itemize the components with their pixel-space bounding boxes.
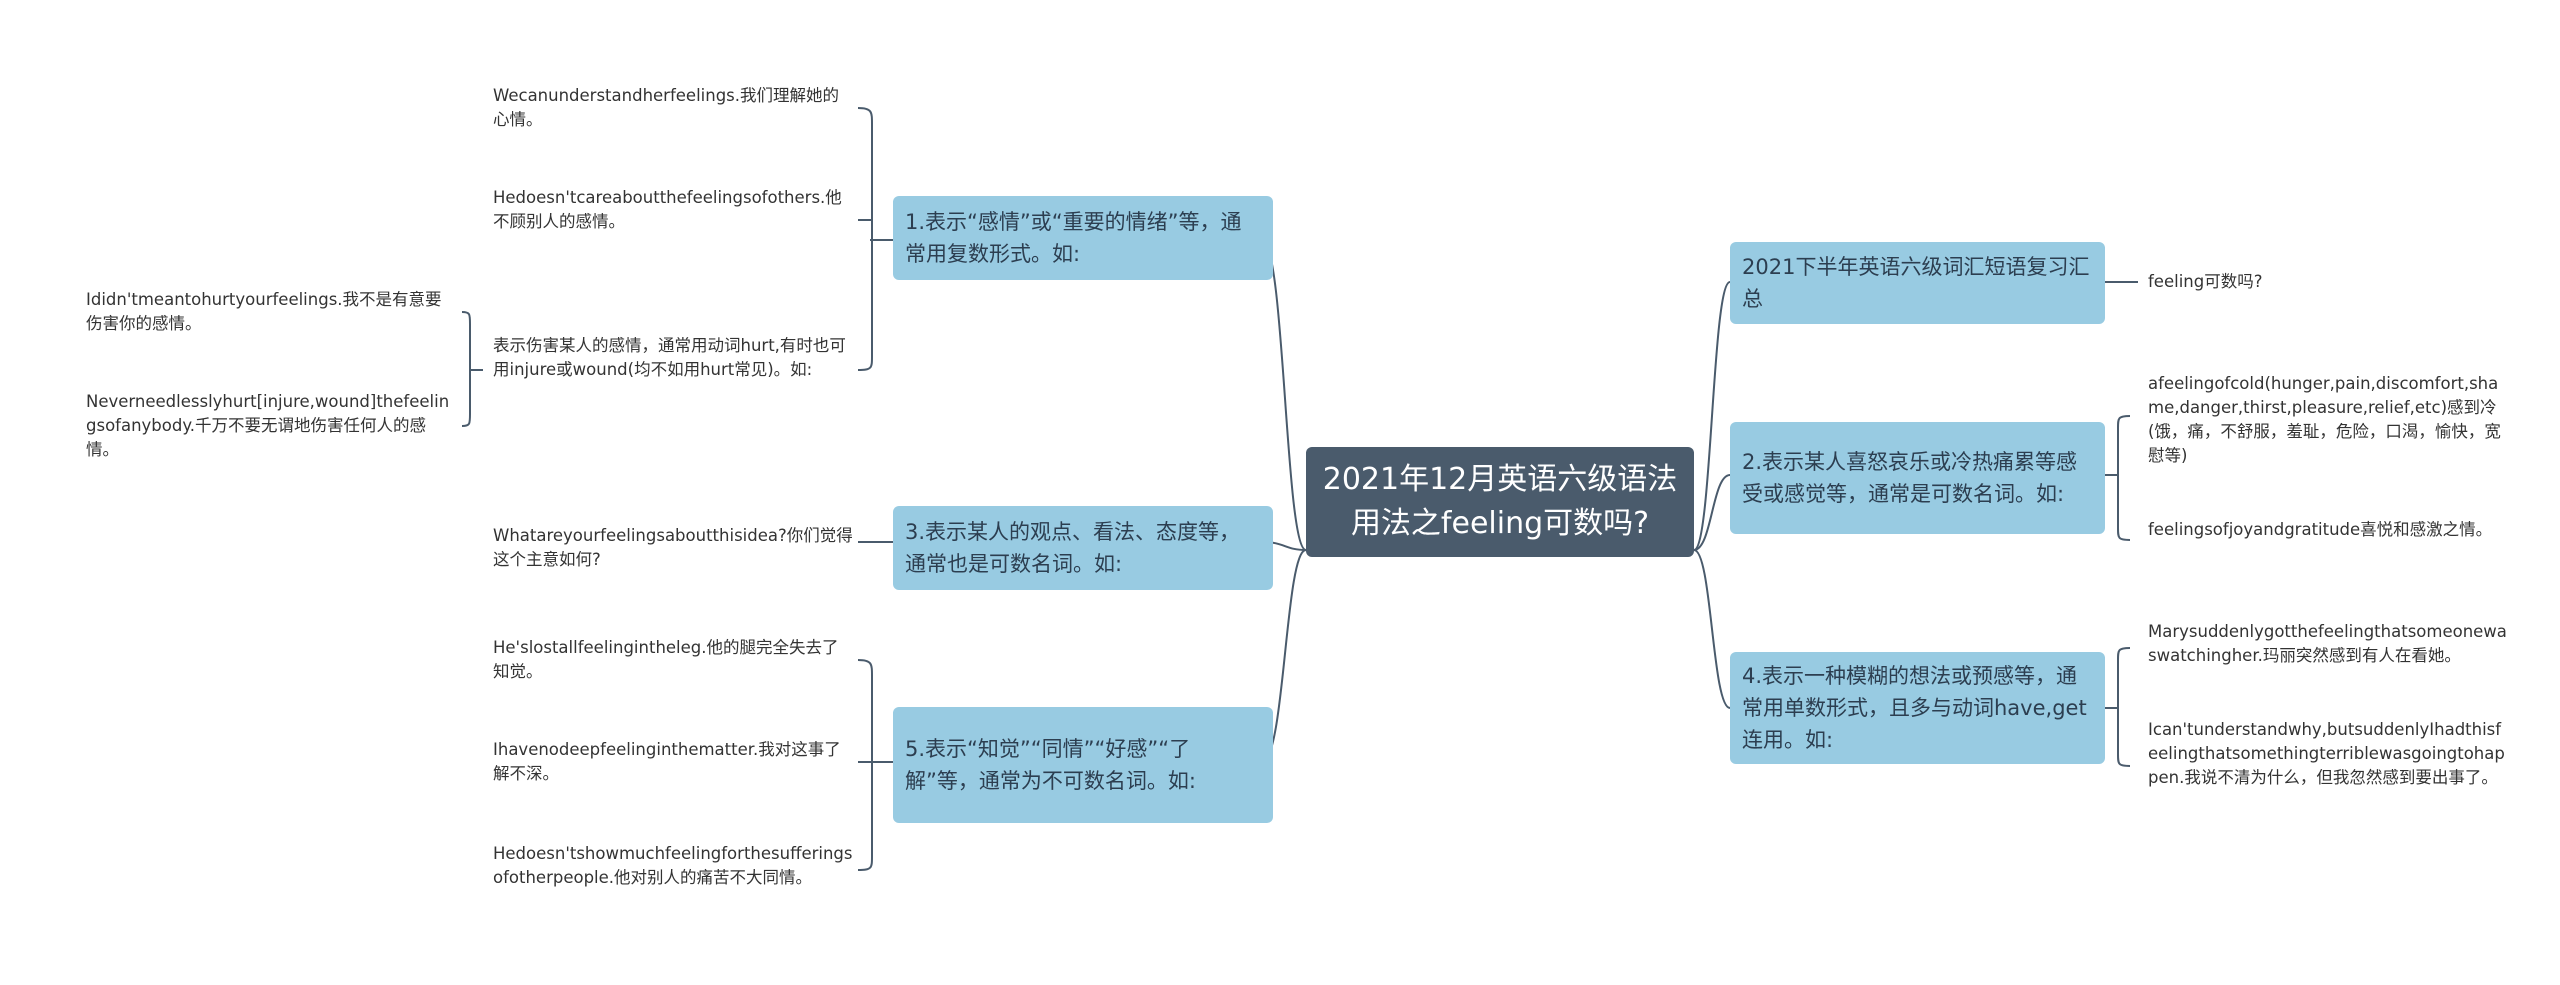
leaf-1-1: Wecanunderstandherfeelings.我们理解她的心情。 (493, 86, 840, 129)
leaf-1-3: 表示伤害某人的感情，通常用动词hurt,有时也可用injure或wound(均不… (493, 336, 846, 379)
subleaf-2: Neverneedlesslyhurt[injure,wound]thefeel… (86, 392, 450, 459)
bracket-right-2 (2105, 415, 2131, 541)
branch-1-label: 1.表示“感情”或“重要的情绪”等，通常用复数形式。如: (905, 210, 1242, 266)
central-topic[interactable]: 2021年12月英语六级语法用法之feeling可数吗? (1306, 447, 1694, 557)
bracket-branch-5 (857, 659, 893, 871)
connector-central-right-0 (1693, 281, 1731, 551)
connector-central-right-4 (1693, 549, 1731, 709)
branch-5-label: 5.表示“知觉”“同情”“好感”“了解”等，通常为不可数名词。如: (905, 737, 1196, 793)
branch-3[interactable]: 3.表示某人的观点、看法、态度等，通常也是可数名词。如: (893, 506, 1273, 590)
leaf-4-1: Marysuddenlygotthefeelingthatsomeonewasw… (2148, 622, 2507, 665)
connector-central-right-2 (1693, 474, 1731, 551)
bracket-branch-1 (857, 107, 893, 371)
leaf-3-1: Whatareyourfeelingsaboutthisidea?你们觉得这个主… (493, 526, 853, 569)
branch-2[interactable]: 2.表示某人喜怒哀乐或冷热痛累等感受或感觉等，通常是可数名词。如: (1730, 422, 2105, 534)
leaf-2-2: feelingsofjoyandgratitude喜悦和感激之情。 (2148, 520, 2493, 539)
leaf-5-2: Ihavenodeepfeelinginthematter.我对这事了解不深。 (493, 740, 841, 783)
leaf-2-1: afeelingofcold(hunger,pain,discomfort,sh… (2148, 374, 2501, 465)
branch-2-label: 2.表示某人喜怒哀乐或冷热痛累等感受或感觉等，通常是可数名词。如: (1742, 450, 2078, 506)
bracket-subleaves (461, 311, 483, 427)
branch-review-summary-label: 2021下半年英语六级词汇短语复习汇总 (1742, 255, 2090, 311)
central-topic-label: 2021年12月英语六级语法用法之feeling可数吗? (1322, 462, 1678, 541)
leaf-r0-1: feeling可数吗? (2148, 272, 2263, 291)
branch-3-label: 3.表示某人的观点、看法、态度等，通常也是可数名词。如: (905, 520, 1241, 576)
leaf-1-2: Hedoesn'tcareaboutthefeelingsofothers.他不… (493, 188, 842, 231)
branch-review-summary[interactable]: 2021下半年英语六级词汇短语复习汇总 (1730, 242, 2105, 324)
leaf-5-1: He'slostallfeelingintheleg.他的腿完全失去了知觉。 (493, 638, 839, 681)
branch-5[interactable]: 5.表示“知觉”“同情”“好感”“了解”等，通常为不可数名词。如: (893, 707, 1273, 823)
subleaf-1: Ididn'tmeantohurtyourfeelings.我不是有意要伤害你的… (86, 290, 442, 333)
bracket-right-4 (2105, 647, 2131, 767)
connector-central-left-1 (1261, 239, 1307, 551)
branch-1[interactable]: 1.表示“感情”或“重要的情绪”等，通常用复数形式。如: (893, 196, 1273, 280)
branch-4[interactable]: 4.表示一种模糊的想法或预感等，通常用单数形式，且多与动词have,get连用。… (1730, 652, 2105, 764)
leaf-4-2: Ican'tunderstandwhy,butsuddenlyIhadthisf… (2148, 720, 2505, 787)
branch-4-label: 4.表示一种模糊的想法或预感等，通常用单数形式，且多与动词have,get连用。… (1742, 664, 2087, 752)
leaf-5-3: Hedoesn'tshowmuchfeelingforthesufferings… (493, 844, 853, 887)
